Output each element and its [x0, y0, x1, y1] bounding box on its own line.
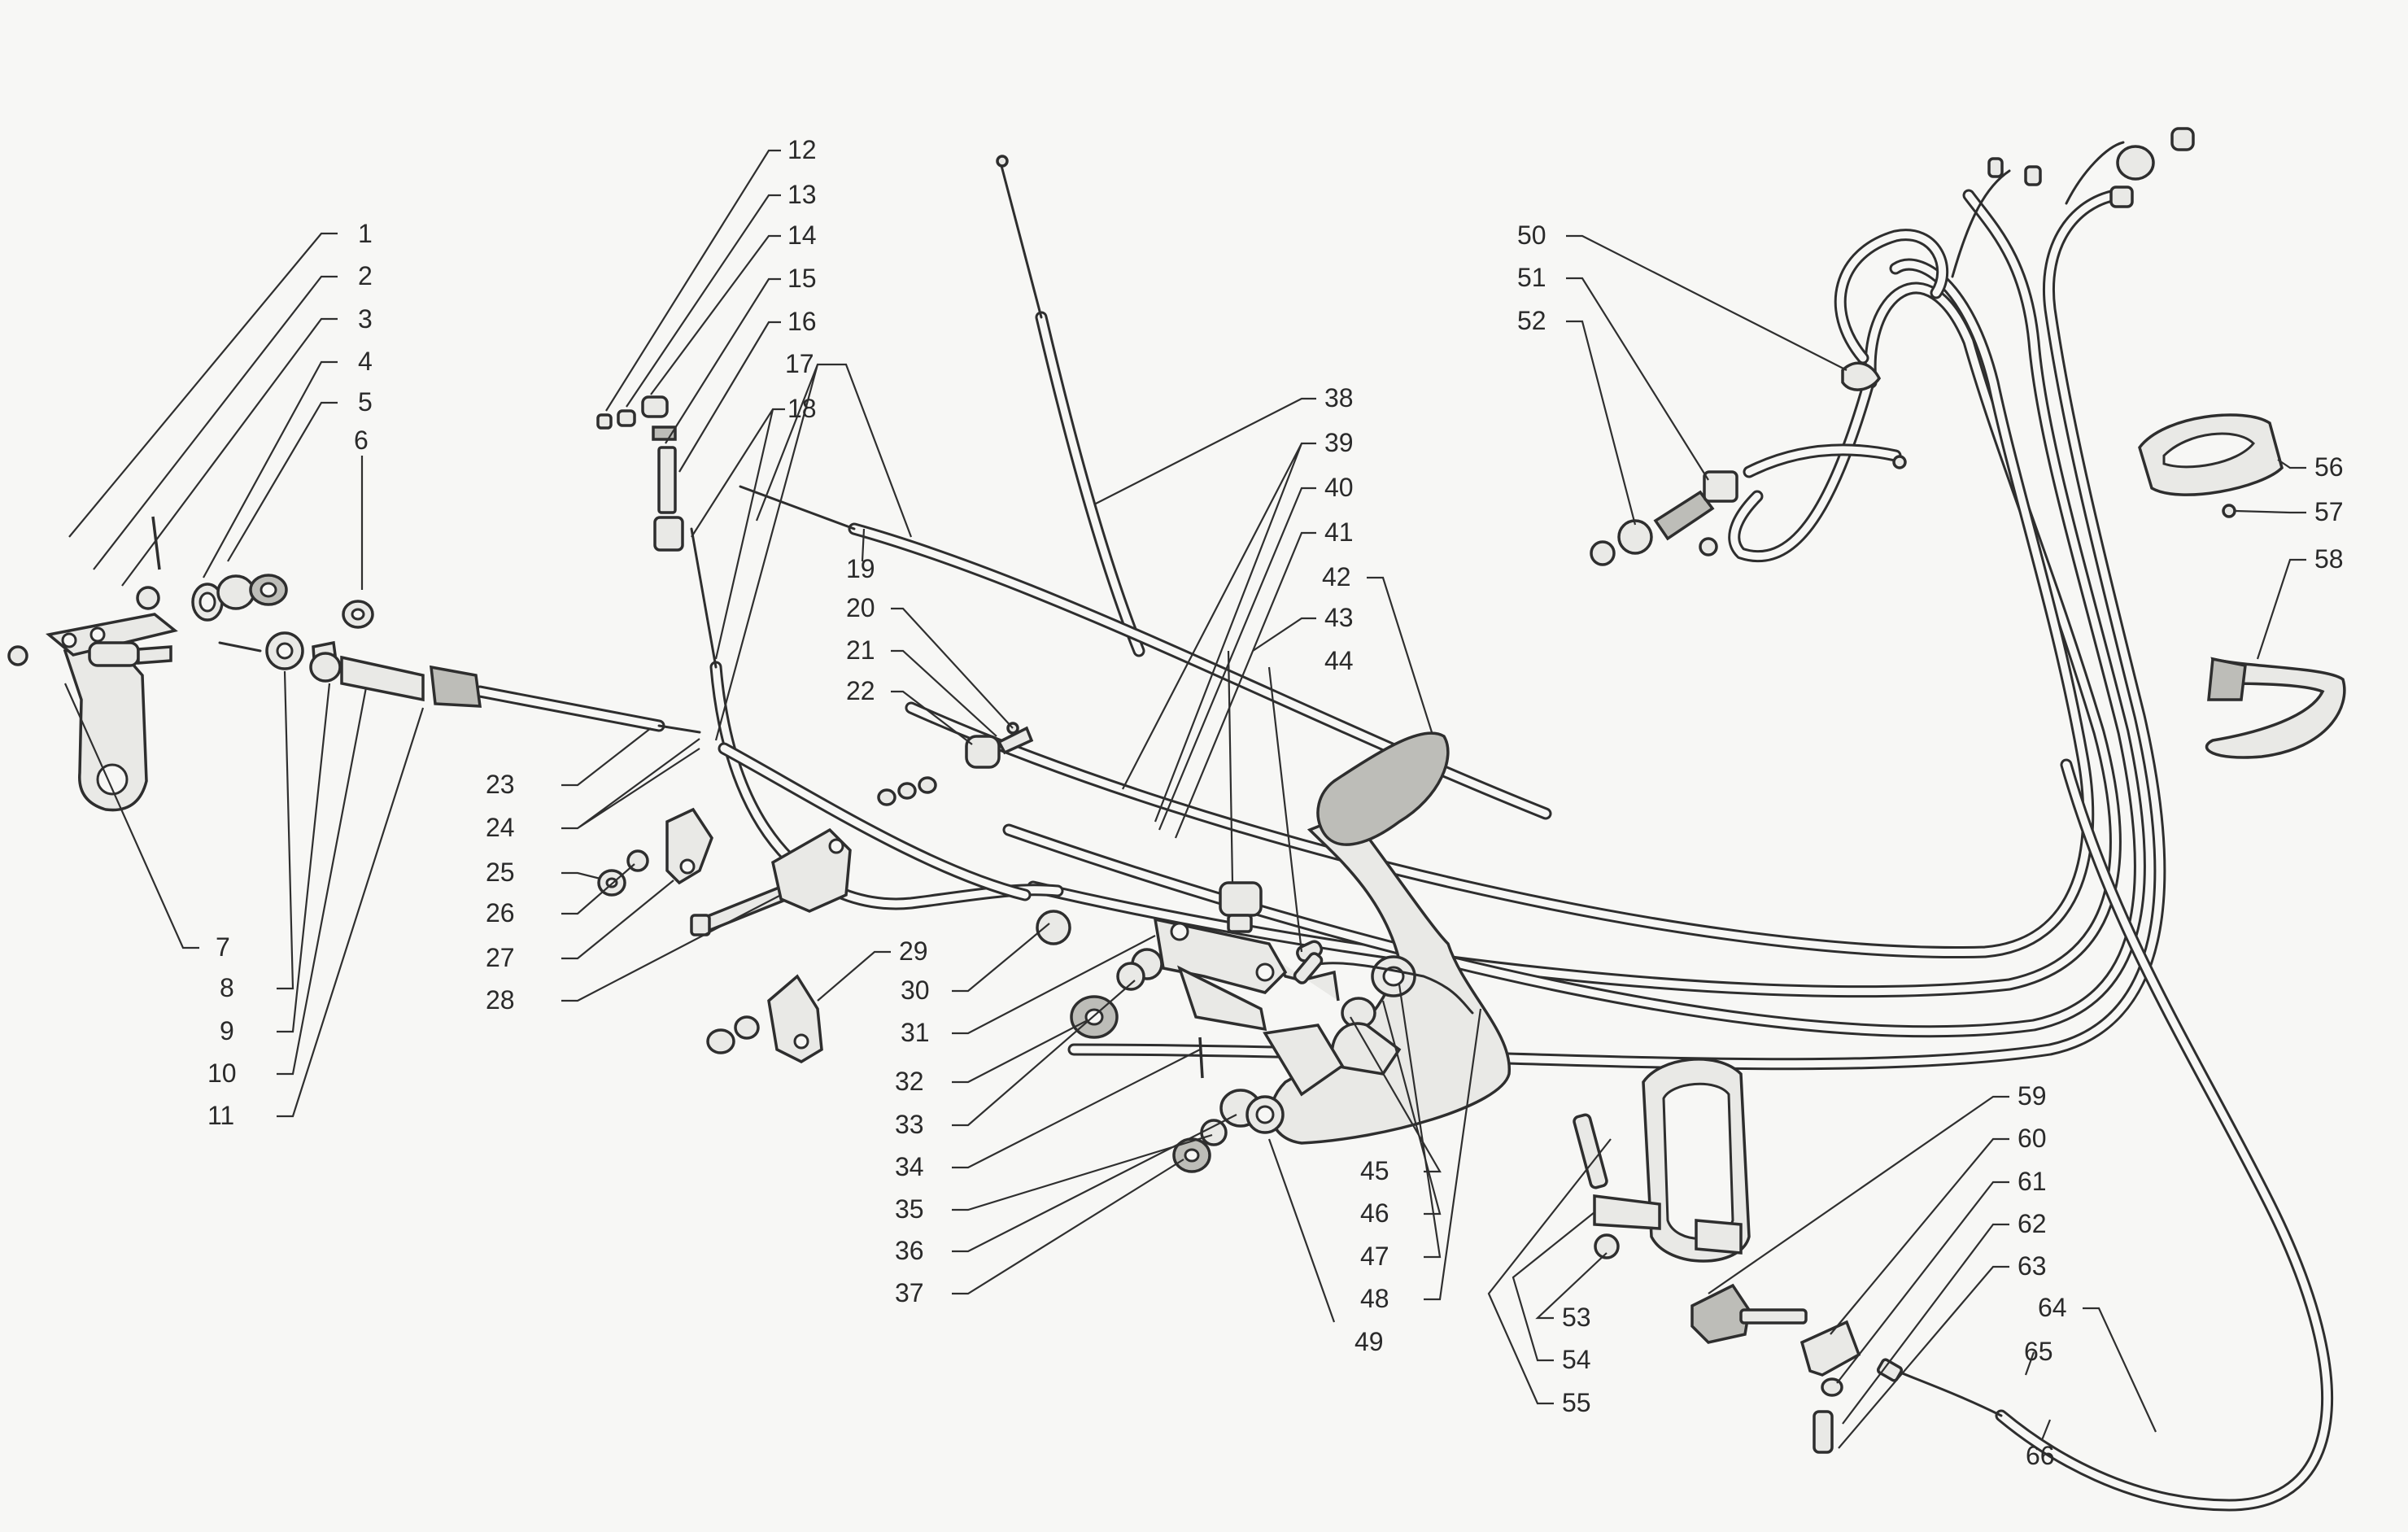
label-30: 30 [901, 976, 930, 1005]
label-56: 56 [2314, 452, 2344, 482]
label-46: 46 [1360, 1198, 1389, 1228]
label-25: 25 [486, 858, 515, 887]
label-13: 13 [787, 180, 817, 209]
label-50: 50 [1517, 220, 1546, 250]
label-34: 34 [895, 1152, 924, 1181]
label-14: 14 [787, 220, 817, 250]
label-36: 36 [895, 1236, 924, 1265]
label-31: 31 [901, 1018, 930, 1047]
label-20: 20 [846, 593, 875, 622]
label-7: 7 [216, 932, 230, 962]
label-41: 41 [1324, 517, 1354, 547]
label-1: 1 [358, 219, 373, 248]
label-51: 51 [1517, 263, 1546, 292]
label-19: 19 [846, 554, 875, 583]
small-washers [877, 776, 937, 806]
leader-lines [63, 149, 2306, 1449]
lever-arm-part [63, 641, 148, 812]
pedal-pad-part [1316, 731, 1450, 846]
label-59: 59 [2018, 1081, 2047, 1111]
label-62: 62 [2018, 1209, 2047, 1238]
label-55: 55 [1562, 1388, 1591, 1417]
label-53: 53 [1562, 1303, 1591, 1332]
label-2: 2 [358, 261, 373, 290]
label-32: 32 [895, 1067, 924, 1096]
label-6: 6 [354, 426, 369, 455]
label-27: 27 [486, 943, 515, 972]
label-16: 16 [787, 307, 817, 336]
label-54: 54 [1562, 1345, 1591, 1374]
label-57: 57 [2314, 497, 2344, 526]
label-4: 4 [358, 347, 373, 376]
label-39: 39 [1324, 428, 1354, 457]
label-61: 61 [2018, 1167, 2047, 1196]
label-15: 15 [787, 264, 817, 293]
pedal-link-part [1153, 917, 1288, 994]
label-5: 5 [358, 387, 373, 417]
label-52: 52 [1517, 306, 1546, 335]
label-58: 58 [2314, 544, 2344, 574]
label-66: 66 [2026, 1441, 2055, 1470]
label-22: 22 [846, 676, 875, 705]
label-9: 9 [220, 1016, 234, 1045]
label-64: 64 [2038, 1293, 2067, 1322]
label-42: 42 [1322, 562, 1351, 591]
label-12: 12 [787, 135, 817, 164]
label-49: 49 [1354, 1327, 1384, 1356]
label-33: 33 [895, 1110, 924, 1139]
label-28: 28 [486, 985, 515, 1015]
label-40: 40 [1324, 473, 1354, 502]
label-45: 45 [1360, 1156, 1389, 1185]
label-63: 63 [2018, 1251, 2047, 1281]
label-29: 29 [899, 936, 928, 966]
label-3: 3 [358, 304, 373, 334]
label-38: 38 [1324, 383, 1354, 412]
label-60: 60 [2018, 1124, 2047, 1153]
label-21: 21 [846, 635, 875, 665]
label-11: 11 [207, 1101, 234, 1130]
label-48: 48 [1360, 1284, 1389, 1313]
label-18: 18 [787, 394, 817, 423]
label-8: 8 [220, 973, 234, 1002]
label-24: 24 [486, 813, 515, 842]
label-35: 35 [895, 1194, 924, 1224]
label-17: 17 [785, 349, 814, 378]
parts [7, 127, 2346, 1454]
label-65: 65 [2024, 1337, 2053, 1366]
part-number-labels: 1 2 3 4 5 6 7 8 9 10 11 12 13 14 15 16 1… [207, 135, 2344, 1470]
label-44: 44 [1324, 646, 1354, 675]
tie-strap-part [2205, 657, 2346, 759]
label-23: 23 [486, 770, 515, 799]
label-10: 10 [207, 1058, 237, 1088]
label-37: 37 [895, 1278, 924, 1307]
cable-clip-part [665, 807, 713, 885]
label-26: 26 [486, 898, 515, 927]
label-47: 47 [1360, 1242, 1389, 1271]
label-43: 43 [1324, 603, 1354, 632]
cable-harness [218, 141, 2334, 1512]
